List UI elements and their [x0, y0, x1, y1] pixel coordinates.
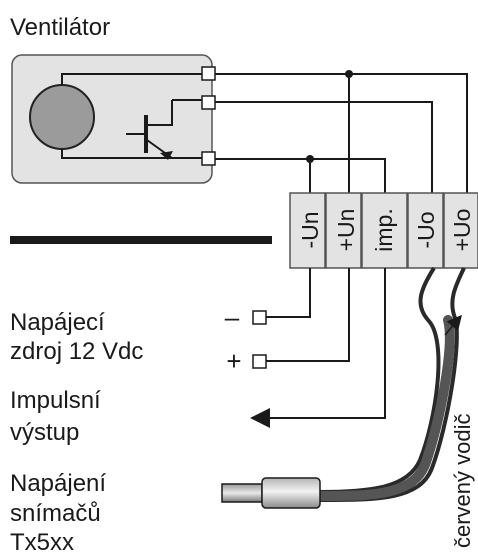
pulse-output-arrow	[250, 268, 386, 428]
fan-motor-icon	[29, 84, 95, 150]
transistor-emitter-arrow	[160, 151, 173, 160]
terminal-label-minus-un: -Un	[297, 211, 323, 248]
sensor-power-label: Napájení snímačů Tx5xx	[10, 470, 113, 556]
fan-terminal	[201, 95, 216, 110]
supply-plus-terminal	[252, 354, 267, 369]
supply-minus-sign: –	[225, 302, 240, 332]
fan-terminal	[201, 151, 216, 166]
supply-wires	[266, 268, 350, 362]
terminal-label-plus-uo: +Uo	[449, 209, 475, 252]
terminal-label-minus-uo: -Uo	[413, 211, 439, 248]
red-wire-label: červený vodič	[450, 413, 475, 548]
fan-terminal	[201, 66, 216, 81]
terminal-label-imp: imp.	[371, 208, 397, 251]
terminal-label-plus-un: +Un	[333, 209, 359, 252]
junction-dot	[345, 70, 353, 78]
supply-minus-terminal	[252, 310, 267, 325]
fan-internal-wiring	[61, 73, 204, 159]
fan-wires	[215, 73, 468, 193]
red-wire-pointer-arrow	[444, 314, 462, 336]
fan-title: Ventilátor	[10, 14, 110, 41]
supply-plus-sign: +	[226, 346, 241, 376]
dc-plug-icon	[221, 477, 321, 509]
terminal-block	[289, 192, 478, 269]
divider-bar	[10, 236, 272, 244]
pulse-output-label: Impulsní výstup	[10, 387, 107, 446]
sensor-cable	[315, 266, 466, 502]
supply-label: Napájecí zdroj 12 Vdc	[10, 309, 143, 365]
junction-dot	[306, 155, 314, 163]
